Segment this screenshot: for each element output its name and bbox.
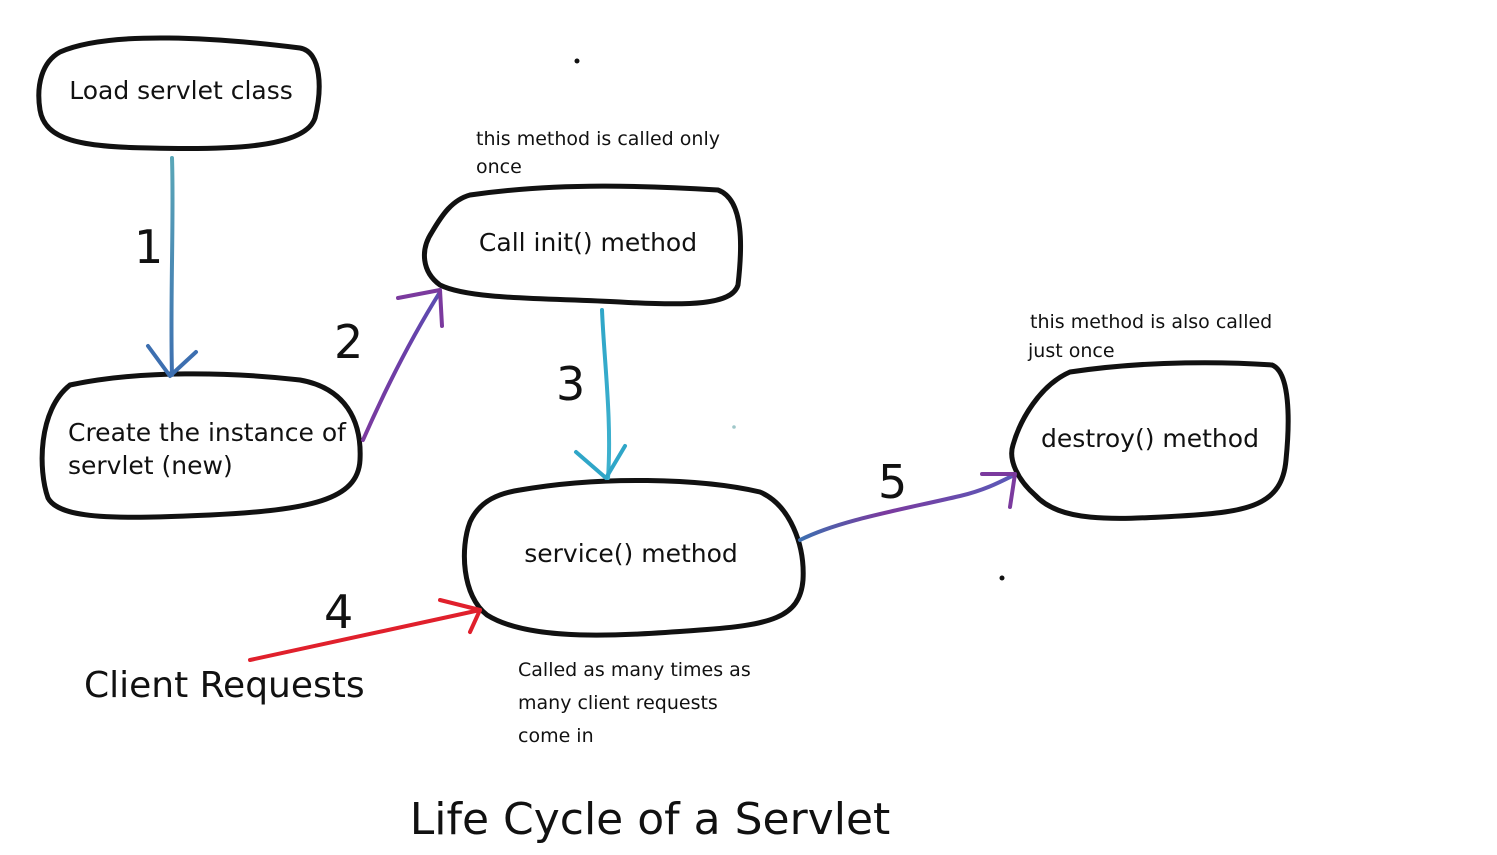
- node-destroy-label: destroy() method: [1041, 424, 1259, 453]
- node-load-shape: [36, 35, 322, 152]
- node-load-label: Load servlet class: [69, 76, 293, 105]
- step-number-1: 1: [134, 220, 163, 274]
- step-number-3: 3: [556, 357, 585, 411]
- client-requests-label: Client Requests: [84, 665, 365, 706]
- connector-2-arrowhead: [396, 288, 444, 328]
- step-number-4: 4: [324, 585, 353, 639]
- node-create-label-line1: Create the instance of: [68, 418, 347, 447]
- step-number-5: 5: [878, 455, 907, 509]
- node-destroy: destroy() method: [1009, 360, 1291, 521]
- stray-dot: [574, 58, 580, 64]
- connector-step-3: [574, 308, 627, 480]
- note-service-line2: many client requests: [518, 692, 718, 714]
- connector-2-line: [361, 290, 442, 442]
- note-destroy-line2: just once: [1027, 340, 1115, 362]
- note-service-line3: come in: [518, 725, 594, 747]
- stray-dot: [732, 425, 736, 429]
- node-destroy-shape: [1009, 360, 1291, 521]
- connector-step-2: [361, 288, 444, 442]
- node-service-label: service() method: [524, 539, 738, 568]
- connector-5-arrowhead: [980, 472, 1017, 509]
- note-init-line2: once: [476, 156, 522, 178]
- node-create-instance: Create the instance of servlet (new): [39, 371, 363, 520]
- connector-step-4: [248, 598, 482, 662]
- step-number-2: 2: [334, 315, 363, 369]
- note-destroy-line1: this method is also called: [1030, 311, 1272, 333]
- connector-4-line: [248, 608, 482, 662]
- node-create-label-line2: servlet (new): [68, 451, 233, 480]
- node-init-label: Call init() method: [479, 228, 697, 257]
- connector-1-arrowhead: [146, 344, 198, 378]
- note-init-line1: this method is called only: [476, 128, 720, 150]
- note-destroy: this method is also called just once: [1027, 311, 1272, 362]
- connector-3-line: [600, 308, 612, 480]
- node-service: service() method: [461, 477, 806, 638]
- diagram-title: Life Cycle of a Servlet: [410, 794, 891, 845]
- note-init: this method is called only once: [476, 128, 720, 178]
- connector-5-line: [798, 473, 1016, 542]
- connector-4-arrowhead: [438, 598, 482, 634]
- node-init: Call init() method: [421, 183, 744, 307]
- node-create-shape: [39, 371, 363, 520]
- node-init-shape: [421, 183, 744, 307]
- connector-step-5: [798, 472, 1017, 542]
- stray-dot: [999, 575, 1005, 581]
- connector-1-line: [169, 156, 175, 377]
- note-service-line1: Called as many times as: [518, 659, 751, 681]
- connector-3-arrowhead: [574, 444, 627, 480]
- node-service-shape: [461, 477, 806, 638]
- connector-step-1: [146, 156, 198, 378]
- node-load-servlet-class: Load servlet class: [36, 35, 322, 152]
- note-service: Called as many times as many client requ…: [518, 659, 751, 747]
